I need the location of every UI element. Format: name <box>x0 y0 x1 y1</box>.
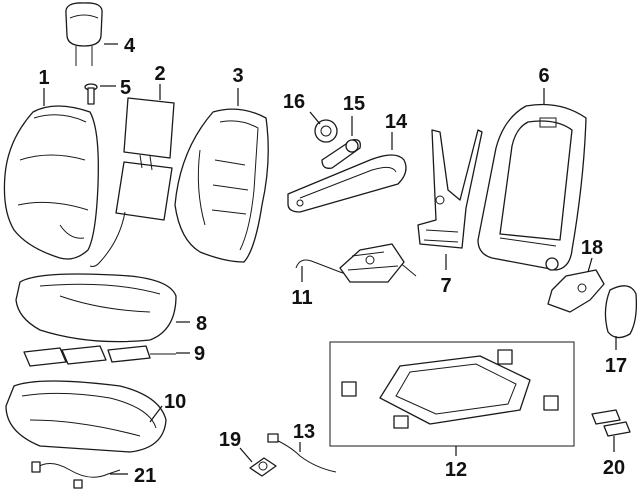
callout-13: 13 <box>293 421 315 443</box>
part-recliner-knob <box>314 119 338 143</box>
callout-8: 8 <box>196 313 207 335</box>
callout-labels: 1 2 3 4 5 6 7 8 9 10 11 12 13 14 15 16 1… <box>38 35 627 487</box>
part-seatback-cover <box>3 105 99 260</box>
part-track-clip <box>591 409 631 437</box>
part-recliner-lever <box>321 139 361 169</box>
part-cable <box>267 433 337 473</box>
callout-19: 19 <box>219 429 241 451</box>
callout-1: 1 <box>38 67 49 89</box>
callout-2: 2 <box>154 63 165 85</box>
part-cushion-heater <box>23 345 176 367</box>
callout-16: 16 <box>283 91 305 113</box>
part-seatback-heater <box>89 97 175 267</box>
callout-3: 3 <box>232 65 243 87</box>
callout-12: 12 <box>445 459 467 481</box>
callout-20: 20 <box>603 457 625 479</box>
part-cushion-wire <box>31 461 121 489</box>
part-side-shield <box>287 154 407 213</box>
part-cushion-frame <box>5 380 167 453</box>
callout-15: 15 <box>343 93 365 115</box>
callout-14: 14 <box>385 111 408 133</box>
callout-17: 17 <box>605 355 627 377</box>
part-cushion-cover <box>15 273 177 343</box>
callout-21: 21 <box>134 465 156 487</box>
callout-4: 4 <box>124 35 136 57</box>
part-lumbar-bracket <box>547 269 605 313</box>
part-seatback-frame <box>477 103 587 271</box>
callout-11: 11 <box>291 287 312 309</box>
part-cover-knob <box>249 457 277 477</box>
callout-6: 6 <box>538 65 549 87</box>
part-wire-harness <box>295 243 417 283</box>
callout-18: 18 <box>581 237 603 259</box>
part-recliner-bracket <box>417 129 483 249</box>
part-headrest-guide <box>84 83 98 105</box>
callout-7: 7 <box>440 275 451 297</box>
part-seatback-pad <box>174 108 269 263</box>
callout-9: 9 <box>194 343 205 365</box>
part-side-cover <box>604 285 638 339</box>
callout-5: 5 <box>120 77 131 99</box>
leader-lines <box>43 43 617 475</box>
callout-10: 10 <box>164 391 186 413</box>
part-headrest <box>65 2 103 66</box>
part-adjuster-box <box>329 341 575 447</box>
